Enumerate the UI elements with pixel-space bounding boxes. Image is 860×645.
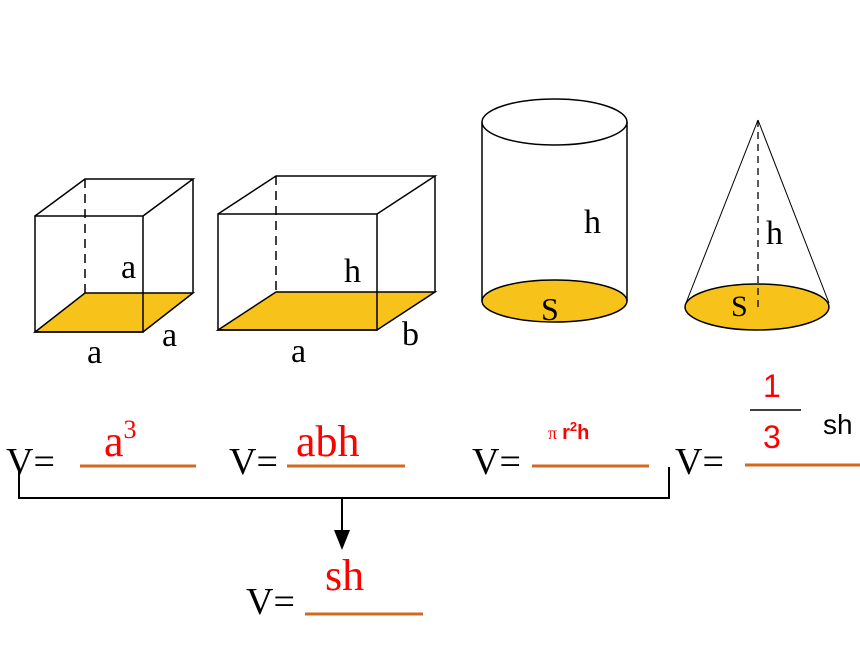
cuboid-depth-label: b (402, 316, 419, 353)
cylinder-base-label: S (541, 291, 559, 327)
cone-formula-denominator: 3 (763, 419, 781, 455)
cone-base (684, 283, 830, 331)
general-formula-prefix: V= (246, 581, 295, 623)
bracket-connector (18, 467, 670, 550)
cylinder-formula-exponent: 2 (570, 419, 577, 434)
cube-formula-answer: a3 (104, 415, 137, 466)
cube-width-label: a (87, 334, 102, 371)
cube-formula: V= a3 (6, 415, 196, 483)
cube-formula-base: a (104, 417, 124, 466)
cube-depth-label: a (162, 317, 177, 354)
cone-formula-numerator: 1 (763, 368, 781, 404)
cylinder-top-ellipse (481, 98, 628, 146)
arrow-head (334, 530, 350, 550)
cube-front-face (34, 215, 144, 333)
cylinder-base (481, 279, 628, 323)
bracket-line (18, 467, 670, 499)
cuboid-width-label: a (291, 333, 306, 370)
cylinder-formula-pi: π (548, 423, 557, 443)
cylinder-height-label: h (584, 204, 601, 241)
cone-left-slant (685, 119, 759, 304)
cuboid-formula-answer: abh (296, 417, 360, 466)
cylinder-figure: h S (481, 98, 628, 327)
cone-base-label: S (731, 290, 748, 323)
cylinder-formula-r: r (562, 422, 570, 444)
cube-height-label: a (121, 249, 136, 286)
cylinder-formula-prefix: V= (472, 441, 521, 483)
cone-figure: h S (684, 119, 830, 331)
general-formula-answer: sh (325, 551, 364, 600)
cone-right-slant (757, 119, 830, 304)
cube-formula-exponent: 3 (124, 415, 137, 444)
cube-figure: a a a (32, 178, 196, 371)
cuboid-formula-prefix: V= (229, 441, 278, 483)
cuboid-figure: h b a (215, 175, 438, 370)
general-formula: V= sh (246, 551, 423, 623)
cube-formula-prefix: V= (6, 441, 55, 483)
cylinder-formula-h: h (577, 422, 589, 444)
cuboid-height-label: h (344, 253, 361, 290)
cone-formula-prefix: V= (675, 441, 724, 483)
cuboid-formula: V= abh (229, 417, 405, 483)
cone-formula: V= 1 3 sh (675, 368, 860, 483)
cube-top-edges (34, 178, 196, 217)
cone-height-label: h (766, 215, 783, 252)
cuboid-top-edges (217, 175, 438, 215)
cone-formula-suffix: sh (823, 409, 853, 440)
cuboid-front-face (217, 213, 378, 331)
